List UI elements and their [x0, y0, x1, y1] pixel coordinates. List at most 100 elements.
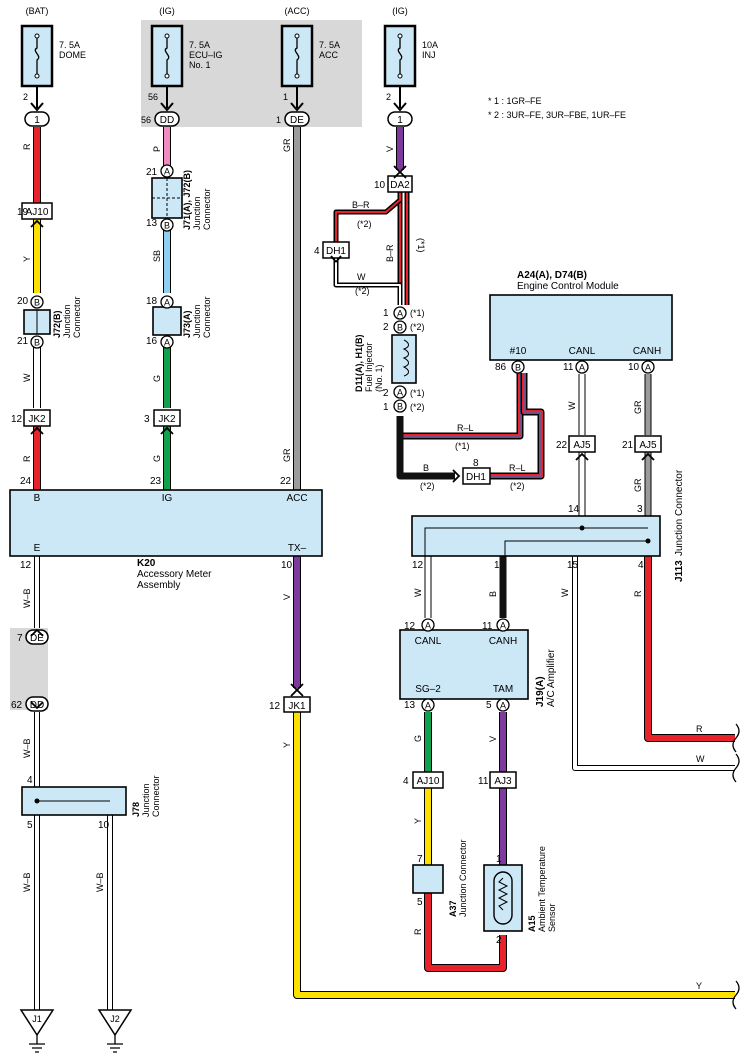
- svg-text:14: 14: [568, 504, 580, 515]
- wire-r-j113-out-fill: [645, 556, 735, 741]
- k20-pin-acc: ACC: [286, 493, 307, 504]
- j78-label: J78 Junction Connector: [131, 775, 161, 817]
- a37-box: [412, 864, 444, 894]
- fuse-connector: [154, 111, 180, 127]
- svg-text:Fuel Injector: Fuel Injector: [364, 342, 374, 392]
- j71-inner: [152, 178, 182, 218]
- svg-text:(*2): (*2): [410, 322, 425, 332]
- arrows: [30, 165, 655, 710]
- fuse-name: ECU–IG: [189, 50, 223, 60]
- ac-box: [399, 629, 529, 700]
- ecm-pin-canl: CANL: [569, 346, 596, 357]
- wire-labels: R Y W R P SB G G GR GR V B–R B–R W R–L R…: [22, 138, 705, 991]
- j113-inner: [424, 527, 648, 556]
- ecm-desc: Engine Control Module: [517, 281, 619, 292]
- svg-text:Ambient Temperature: Ambient Temperature: [537, 846, 547, 932]
- fuse-connector-label: DE: [290, 115, 304, 126]
- svg-text:5: 5: [27, 820, 33, 831]
- fuse-source: (IG): [392, 6, 408, 16]
- svg-text:86: 86: [495, 362, 507, 373]
- fuse-rating: 7. 5A: [59, 40, 80, 50]
- inj-box: [391, 334, 417, 384]
- ground-label: J1: [32, 1014, 42, 1024]
- svg-text:11: 11: [478, 776, 489, 787]
- pin-letter: B: [30, 335, 44, 349]
- fuse-source: (ACC): [285, 6, 310, 16]
- svg-text:1: 1: [383, 402, 389, 413]
- svg-text:Junction Connector: Junction Connector: [458, 839, 468, 917]
- svg-text:Connector: Connector: [202, 188, 212, 230]
- ecm-id: A24(A), D74(B): [517, 270, 587, 281]
- pin-letter: A: [160, 164, 174, 178]
- thermistor-icon: [497, 877, 509, 911]
- svg-text:4: 4: [403, 776, 409, 787]
- svg-text:21: 21: [622, 440, 634, 451]
- svg-text:DE: DE: [30, 633, 44, 644]
- svg-text:G: G: [413, 735, 423, 742]
- fuse-arrow: [290, 102, 304, 112]
- svg-text:22: 22: [556, 440, 568, 451]
- svg-text:R: R: [633, 590, 643, 597]
- connector-aj10: AJ10: [21, 202, 53, 220]
- svg-text:DD: DD: [30, 700, 44, 711]
- ecm-pin-10: #10: [510, 346, 527, 357]
- j71-label: J71(A), J72(B) Junction Connector: [182, 170, 212, 230]
- svg-text:A: A: [500, 621, 506, 631]
- pin-notes: (*1) (*2) (*1) (*2) (*2) (*2) (*1) (*2) …: [355, 219, 525, 491]
- svg-text:Junction Connector: Junction Connector: [674, 469, 685, 556]
- svg-text:JK2: JK2: [158, 414, 176, 425]
- fuse-connector-label: DD: [160, 115, 174, 126]
- wire-br-dh-fill: [335, 199, 401, 242]
- fuse-pin: 1: [283, 92, 288, 102]
- pin-letter: A: [421, 618, 435, 632]
- fuse-terminal: [397, 33, 403, 39]
- fuse-name: ACC: [319, 50, 339, 60]
- connector-aj3: AJ3: [489, 771, 517, 789]
- arrow-mark: [330, 255, 342, 263]
- arrow-mark: [30, 219, 44, 228]
- svg-text:V: V: [488, 736, 498, 742]
- svg-text:3: 3: [637, 504, 643, 515]
- svg-text:1: 1: [496, 854, 502, 865]
- svg-text:R: R: [413, 928, 423, 935]
- pin-letter: A: [393, 385, 407, 399]
- svg-text:AJ10: AJ10: [26, 207, 49, 218]
- fuse-name: DOME: [59, 50, 86, 60]
- svg-text:Y: Y: [22, 256, 32, 262]
- fuse-name: INJ: [422, 50, 436, 60]
- svg-text:5: 5: [486, 700, 492, 711]
- svg-text:B: B: [164, 221, 170, 231]
- svg-text:Y: Y: [413, 818, 423, 824]
- fuse-connector-pin: 1: [276, 115, 281, 125]
- svg-text:(*1): (*1): [455, 441, 470, 451]
- svg-text:B: B: [397, 323, 403, 333]
- wire-b-inj: [396, 416, 455, 480]
- svg-text:19: 19: [17, 207, 29, 218]
- arrow-mark: [290, 683, 304, 692]
- fuse-name: No. 1: [189, 60, 211, 70]
- svg-text:A: A: [164, 298, 170, 308]
- svg-text:2: 2: [383, 322, 389, 333]
- j113-box: [411, 515, 661, 557]
- svg-text:R–L: R–L: [509, 463, 526, 473]
- fuse-connector-pin: 56: [141, 115, 151, 125]
- fuse-arrow: [30, 102, 44, 112]
- fuse-rating: 7. 5A: [189, 40, 210, 50]
- arrow-mark: [30, 701, 44, 710]
- svg-text:24: 24: [20, 476, 32, 487]
- svg-text:J19(A): J19(A): [535, 676, 546, 707]
- arrow-mark: [575, 452, 589, 461]
- svg-text:Junction: Junction: [141, 783, 151, 817]
- fuse-terminal: [164, 73, 170, 79]
- svg-text:B: B: [488, 591, 498, 597]
- svg-text:A: A: [164, 167, 170, 177]
- pin-letter: A: [160, 295, 174, 309]
- k20-desc-2: Assembly: [137, 580, 180, 591]
- note-1: * 1 : 1GR–FE: [488, 96, 542, 106]
- connector-dd: DD: [25, 696, 49, 712]
- fuse-icon: [164, 36, 170, 76]
- svg-text:J113: J113: [674, 560, 685, 582]
